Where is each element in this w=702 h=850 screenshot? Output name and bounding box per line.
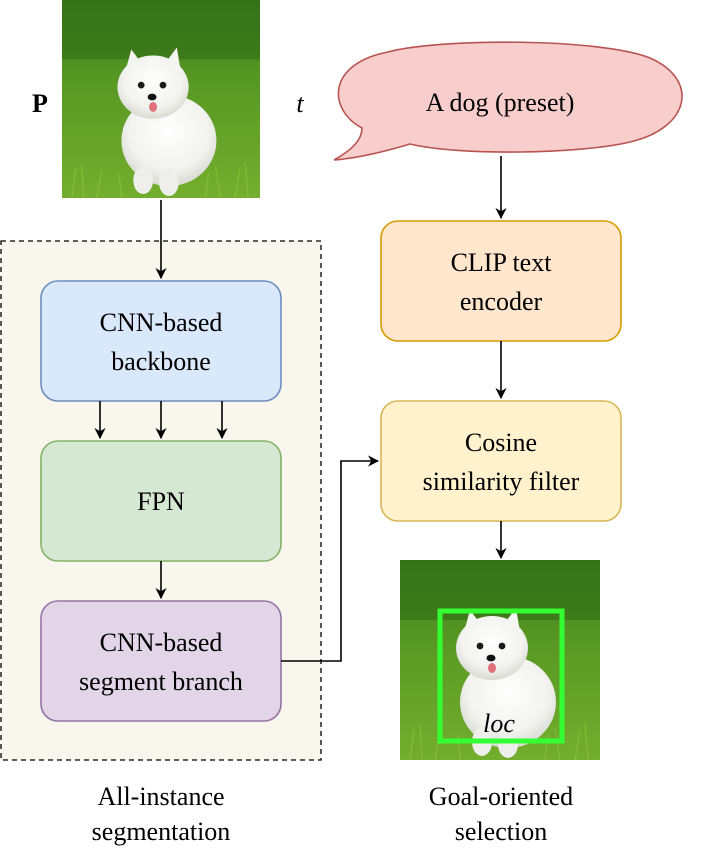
segment-label-line1: CNN-based	[100, 628, 223, 657]
fpn-label: FPN	[137, 487, 185, 516]
loc-bounding-box	[437, 608, 565, 744]
clip-encoder-box: CLIP text encoder	[380, 220, 622, 342]
cosine-label-line1: Cosine	[465, 428, 537, 457]
segment-branch-box: CNN-based segment branch	[40, 600, 282, 722]
text-symbol: t	[296, 89, 304, 118]
arrow-segment-to-cosine	[281, 455, 380, 662]
backbone-label-line1: CNN-based	[100, 308, 223, 337]
fpn-box: FPN	[40, 440, 282, 562]
segment-label-line2: segment branch	[79, 667, 243, 696]
cosine-label-line2: similarity filter	[423, 467, 580, 496]
cosine-filter-box: Cosine similarity filter	[380, 400, 622, 522]
right-caption-line2: selection	[455, 817, 547, 846]
backbone-box: CNN-based backbone	[40, 280, 282, 402]
input-dog-photo	[62, 0, 260, 198]
clip-label-line2: encoder	[460, 287, 543, 316]
left-caption-line1: All-instance	[97, 782, 224, 811]
backbone-label-line2: backbone	[111, 347, 211, 376]
loc-label: loc	[483, 709, 515, 738]
image-symbol: P	[32, 89, 48, 118]
speech-bubble: A dog (preset)	[333, 41, 683, 161]
right-caption-line1: Goal-oriented	[429, 782, 573, 811]
speech-text: A dog (preset)	[426, 88, 575, 117]
clip-label-line1: CLIP text	[451, 248, 553, 277]
left-caption-line2: segmentation	[92, 817, 231, 846]
